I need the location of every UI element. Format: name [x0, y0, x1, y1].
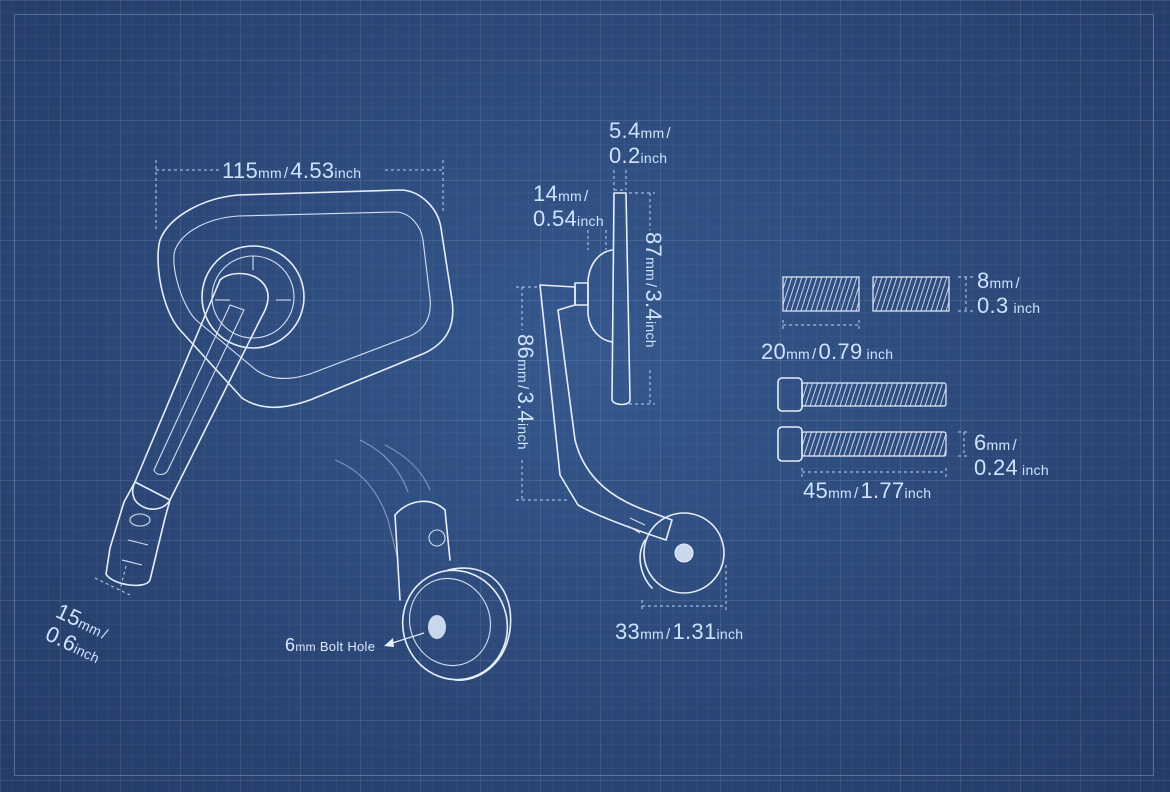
hardware-parts: [777, 276, 950, 462]
mirror-cup-side: [587, 249, 613, 343]
dim-clamp-diameter-label: 33mm/1.31inch: [615, 619, 744, 644]
side-clamp-outer: [643, 512, 725, 594]
bolt-hole-callout: 6mm Bolt Hole: [285, 635, 376, 655]
mirror-plate-side: [611, 192, 631, 406]
mirror-arm-slot: [153, 304, 245, 476]
bolt-2-head: [777, 426, 803, 462]
dim-arm-height-label: 86mm/3.4inch: [513, 334, 538, 450]
clamp-perspective-view: [334, 439, 512, 681]
dim-plate-thickness-label: 5.4mm/ 0.2inch: [609, 118, 671, 168]
bolt-1-head: [777, 377, 803, 412]
mirror-side-view: [539, 192, 725, 594]
mount-stud: [574, 282, 589, 306]
dim-width-label: 115mm/4.53inch: [222, 158, 362, 183]
mirror-pivot-outer: [201, 245, 305, 349]
dim-bolt-length-label: 45mm/1.77inch: [803, 478, 932, 503]
mirror-housing-outline: [157, 189, 454, 409]
bolt-2-shaft: [801, 431, 947, 457]
bolt-hole: [428, 615, 446, 639]
clamp-ring-outer: [401, 569, 509, 681]
dimension-lines: [94, 160, 975, 612]
threaded-insert-1: [782, 276, 860, 312]
dim-mirror-height-label: 87mm/3.4inch: [641, 232, 666, 348]
mirror-glass-outline: [173, 211, 431, 379]
pivot-spokes: [215, 256, 291, 301]
mirror-arm: [131, 272, 269, 510]
blueprint-frame: [14, 14, 1154, 776]
mirror-front-view: [105, 189, 454, 587]
side-clamp-bolt: [674, 543, 694, 563]
dim-mount-depth-label: 14mm/ 0.54inch: [533, 181, 604, 231]
clamp-screw: [129, 513, 151, 527]
side-arm: [539, 284, 673, 541]
perspective-hex-screw: [428, 529, 446, 547]
mirror-clamp-bracket: [105, 481, 171, 587]
clamp-ring-inner: [408, 577, 492, 667]
threaded-insert-2: [872, 276, 950, 312]
bolt-1-shaft: [801, 382, 947, 407]
